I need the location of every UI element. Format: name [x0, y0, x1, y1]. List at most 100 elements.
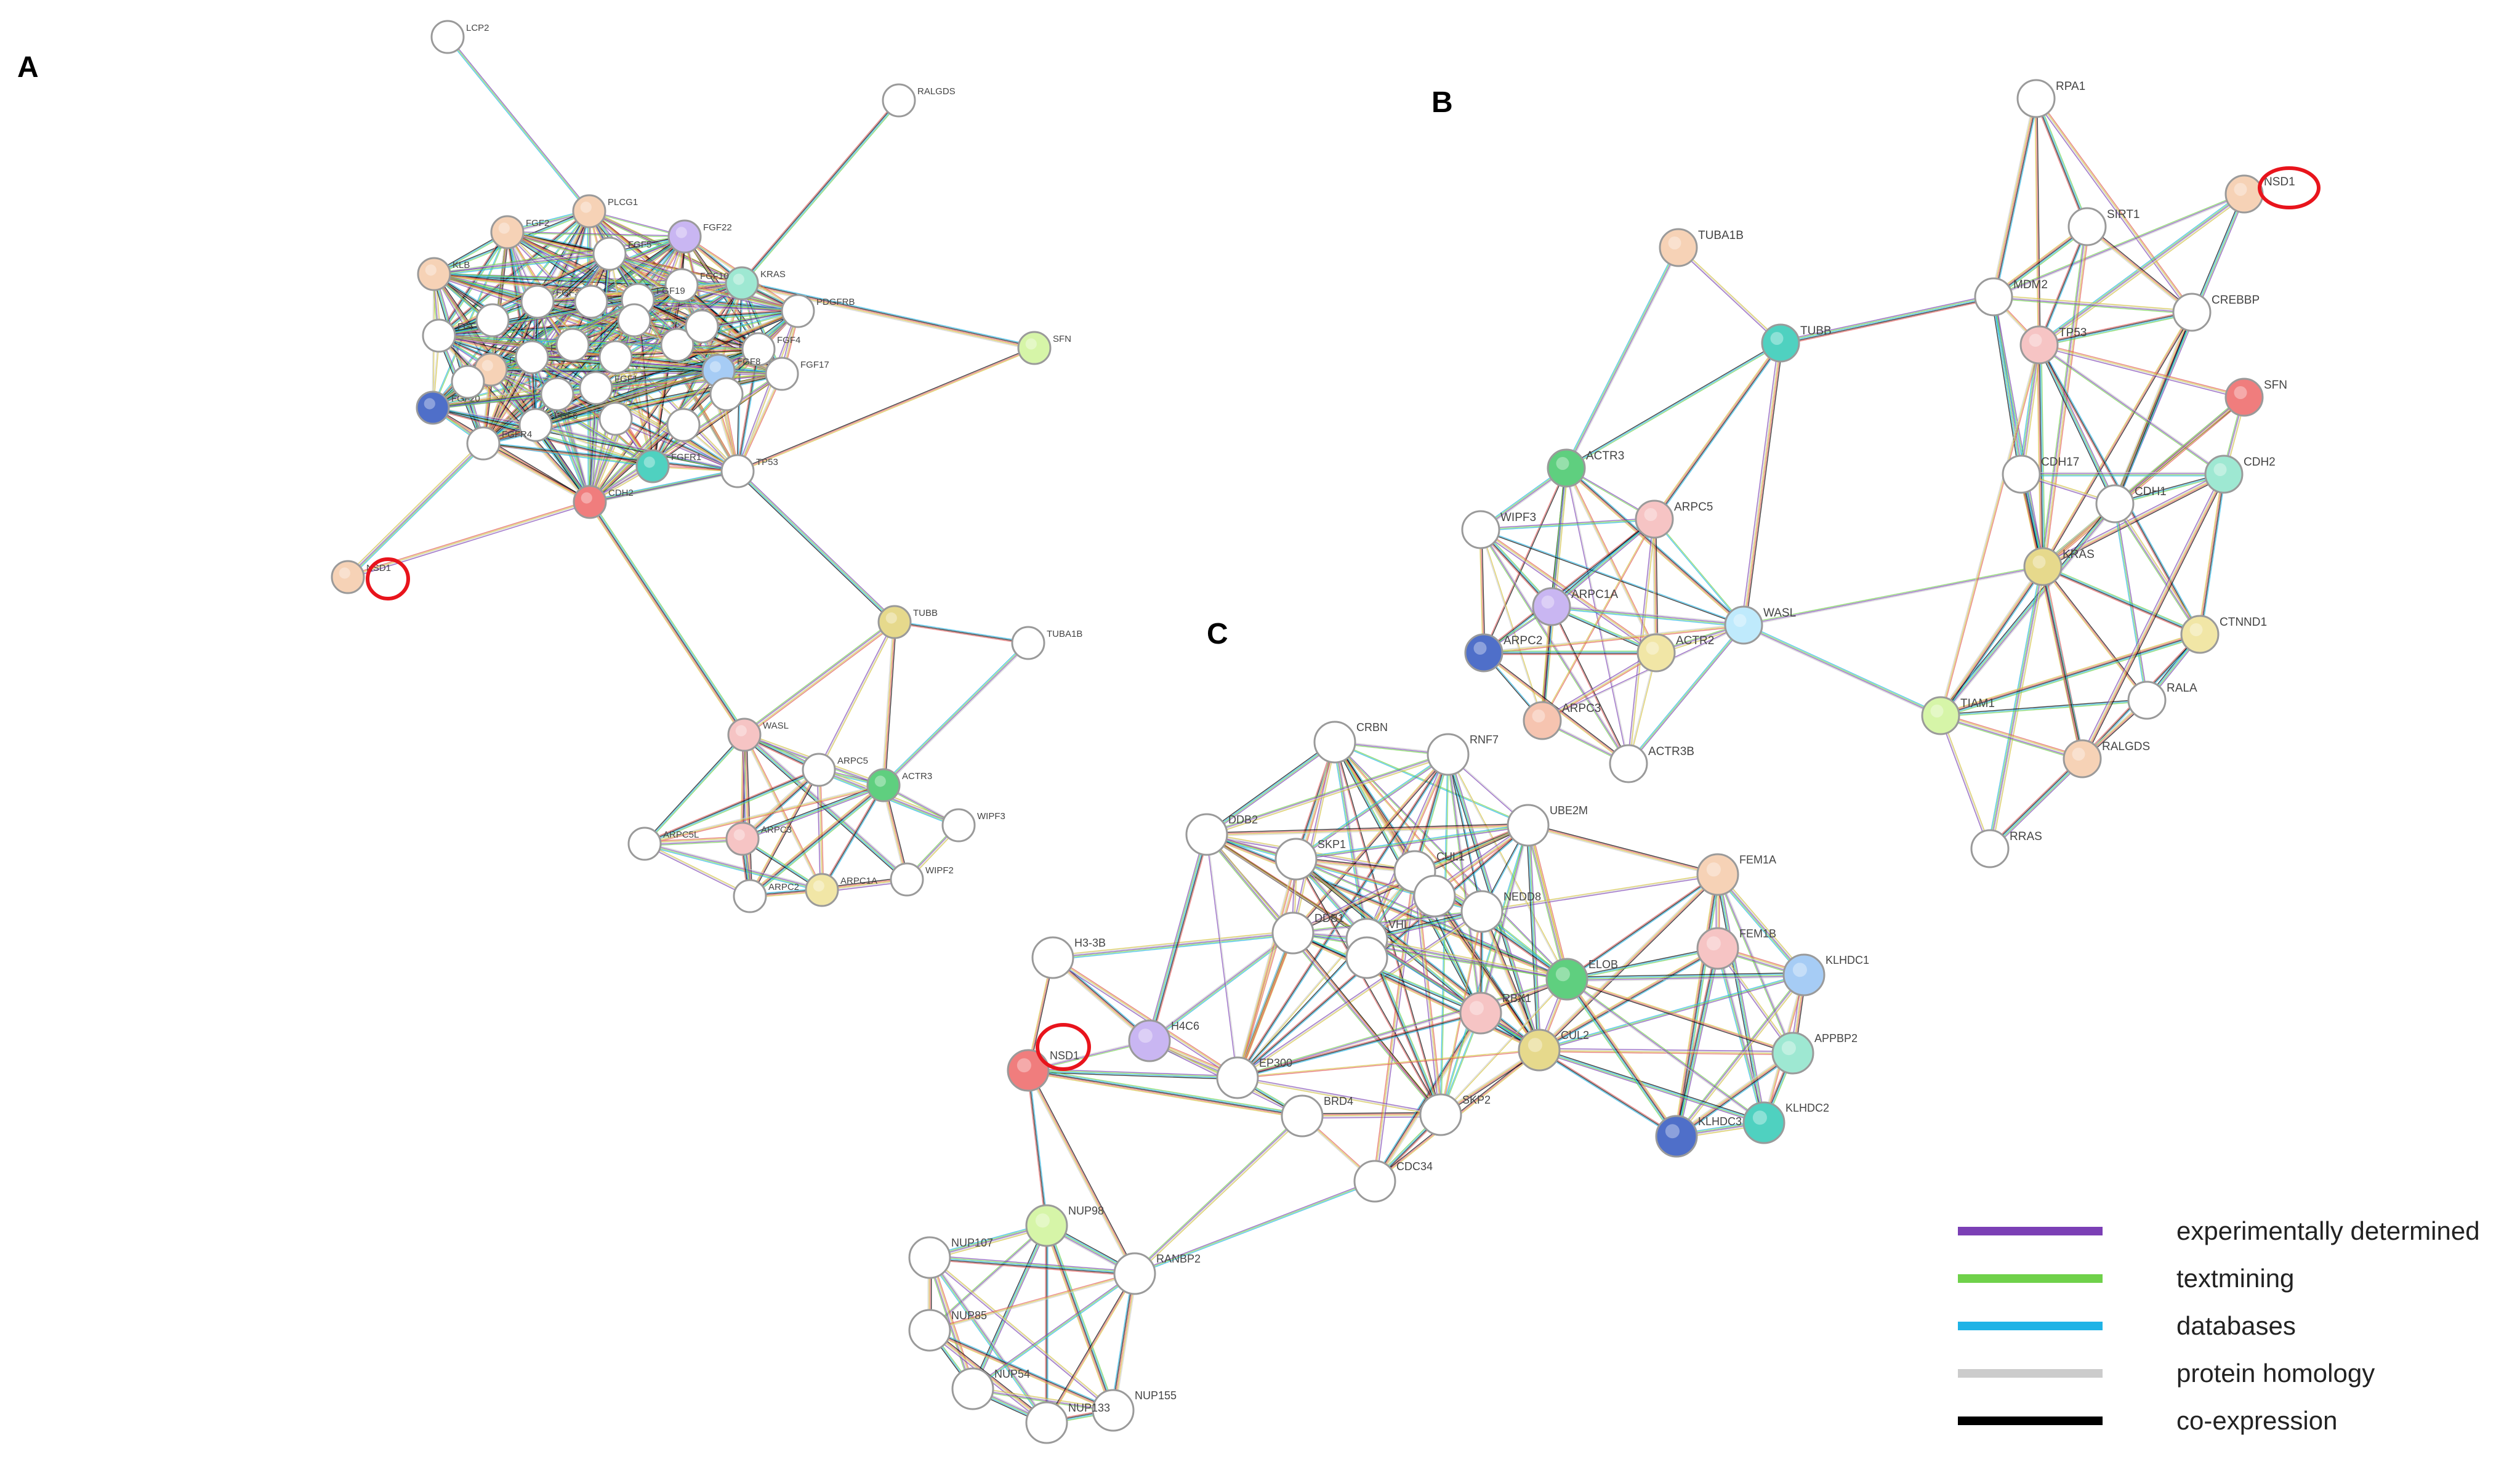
- protein-node[interactable]: FGF20: [416, 390, 480, 425]
- protein-node[interactable]: BRD4: [1281, 1094, 1353, 1138]
- protein-node[interactable]: NUP107: [908, 1236, 993, 1279]
- protein-node[interactable]: H3-3B: [1031, 936, 1106, 979]
- protein-node[interactable]: WIPF3: [941, 808, 1005, 843]
- protein-node[interactable]: NUP85: [908, 1309, 987, 1352]
- protein-node[interactable]: LCP2: [430, 20, 489, 54]
- protein-node[interactable]: RALGDS: [882, 83, 956, 118]
- protein-node[interactable]: SKP1: [1274, 838, 1346, 881]
- protein-node[interactable]: FGF2: [490, 215, 549, 249]
- protein-node[interactable]: WIPF2: [890, 862, 954, 897]
- protein-node[interactable]: WASL: [1724, 605, 1796, 645]
- protein-node[interactable]: NUP54: [951, 1367, 1030, 1410]
- protein-node[interactable]: FEM1B: [1696, 927, 1776, 970]
- protein-node[interactable]: NUP155: [1092, 1389, 1177, 1432]
- protein-node[interactable]: ARPC2: [733, 879, 799, 913]
- interaction-edge: [1484, 626, 1744, 655]
- protein-node[interactable]: TUBB: [877, 605, 938, 639]
- protein-node[interactable]: CDH17: [2002, 455, 2079, 494]
- interaction-edge: [1537, 873, 1717, 1049]
- protein-node[interactable]: FGF1: [579, 371, 638, 405]
- protein-node[interactable]: FGF4: [741, 332, 800, 366]
- protein-node[interactable]: KLHDC1: [1782, 953, 1869, 996]
- protein-node[interactable]: RALA: [2127, 681, 2197, 720]
- protein-node[interactable]: KLB: [417, 257, 470, 291]
- protein-node[interactable]: CUL2: [1518, 1029, 1589, 1072]
- protein-node[interactable]: ACTR3: [1547, 448, 1624, 488]
- protein-node[interactable]: RPA1: [2016, 79, 2085, 118]
- interaction-edge: [1481, 520, 1655, 531]
- protein-node[interactable]: CDH1: [2095, 484, 2167, 523]
- protein-node[interactable]: KRAS: [725, 266, 786, 301]
- protein-node[interactable]: FGF3: [520, 285, 579, 319]
- protein-node[interactable]: ARPC1A: [1532, 587, 1618, 626]
- protein-node[interactable]: FGF17: [765, 357, 829, 391]
- protein-node[interactable]: CREBBP: [2172, 293, 2260, 332]
- protein-node[interactable]: UBE2M: [1507, 804, 1588, 847]
- protein-node[interactable]: SIRT1: [2067, 207, 2140, 246]
- protein-node[interactable]: ELOB: [1545, 958, 1618, 1001]
- protein-node[interactable]: TUBA1B: [1659, 228, 1744, 267]
- protein-node[interactable]: PDGFRB: [781, 294, 855, 328]
- interaction-edge: [432, 407, 590, 503]
- protein-node[interactable]: ACTR3: [866, 768, 932, 802]
- protein-node[interactable]: ARPC3: [725, 822, 792, 856]
- protein-node[interactable]: PLCG1: [572, 194, 638, 228]
- protein-node[interactable]: ARPC2: [1464, 633, 1542, 673]
- protein-structure-icon: [2136, 689, 2150, 702]
- protein-node[interactable]: TUBA1B: [1011, 626, 1082, 660]
- protein-node[interactable]: NEDD8: [1460, 890, 1541, 933]
- protein-node[interactable]: CDH2: [573, 485, 634, 519]
- protein-node[interactable]: FGF5: [592, 236, 651, 271]
- protein-node[interactable]: RRAS: [1970, 829, 2042, 868]
- protein-node[interactable]: DDB1: [1271, 911, 1344, 955]
- protein-node[interactable]: RALGDS: [2063, 739, 2150, 778]
- protein-node[interactable]: CDH2: [2204, 455, 2276, 494]
- protein-node[interactable]: NUP98: [1025, 1204, 1104, 1247]
- protein-node[interactable]: ARPC5: [802, 753, 868, 787]
- protein-node[interactable]: RBX1: [1459, 992, 1531, 1035]
- protein-node[interactable]: TUBB: [1761, 323, 1832, 363]
- protein-node[interactable]: WIPF3: [1461, 510, 1536, 549]
- protein-node-label: FGF17: [800, 360, 829, 370]
- protein-node-circle: [1025, 1204, 1068, 1247]
- protein-node[interactable]: NSD1: [1007, 1049, 1079, 1092]
- protein-node[interactable]: EP300: [1216, 1056, 1292, 1099]
- protein-node[interactable]: ACTR3B: [1609, 744, 1694, 783]
- protein-node[interactable]: ARPC1A: [805, 873, 877, 907]
- protein-node[interactable]: TIAM1: [1921, 696, 1995, 735]
- protein-node[interactable]: SFN: [1017, 331, 1071, 365]
- protein-node[interactable]: SKP2: [1419, 1093, 1491, 1136]
- protein-node[interactable]: KRAS: [2023, 547, 2095, 586]
- interaction-edge: [1051, 959, 1149, 1043]
- protein-node[interactable]: CRBN: [1313, 721, 1388, 764]
- protein-node[interactable]: NUP133: [1025, 1401, 1110, 1444]
- protein-node[interactable]: KLHDC2: [1742, 1101, 1829, 1144]
- protein-node[interactable]: WASL: [727, 717, 789, 752]
- protein-node[interactable]: H4C6: [1128, 1019, 1199, 1062]
- protein-node[interactable]: KLHDC3: [1655, 1115, 1742, 1158]
- protein-node[interactable]: APPBP2: [1771, 1032, 1858, 1075]
- protein-node[interactable]: TP53: [720, 454, 778, 488]
- protein-node[interactable]: FEM1A: [1696, 853, 1776, 896]
- protein-node[interactable]: FGF22: [667, 219, 732, 254]
- protein-node[interactable]: FGF10: [664, 268, 729, 302]
- protein-node[interactable]: CDC34: [1353, 1160, 1433, 1203]
- protein-node[interactable]: RNF7: [1427, 733, 1499, 776]
- protein-node[interactable]: SFN: [2224, 378, 2287, 417]
- protein-node[interactable]: MDM2: [1974, 277, 2048, 317]
- protein-node[interactable]: DDB2: [1185, 813, 1258, 856]
- interaction-edge: [1366, 940, 1567, 982]
- protein-node[interactable]: TP53: [2019, 325, 2087, 365]
- protein-node[interactable]: CTNND1: [2180, 615, 2267, 654]
- interaction-edge: [1375, 871, 1416, 1182]
- protein-node[interactable]: FGFR1: [635, 449, 701, 483]
- protein-node[interactable]: FGF6: [518, 408, 578, 442]
- interaction-edge: [1482, 875, 1718, 913]
- protein-node[interactable]: ARPC5L: [627, 826, 699, 861]
- protein-node[interactable]: FGFR4: [466, 426, 532, 461]
- protein-node[interactable]: ACTR2: [1636, 633, 1714, 673]
- protein-node[interactable]: ARPC5: [1635, 499, 1713, 539]
- protein-node[interactable]: RANBP2: [1113, 1252, 1201, 1295]
- protein-node[interactable]: ARPC3: [1523, 701, 1601, 740]
- protein-node-label: FGF19: [656, 286, 685, 296]
